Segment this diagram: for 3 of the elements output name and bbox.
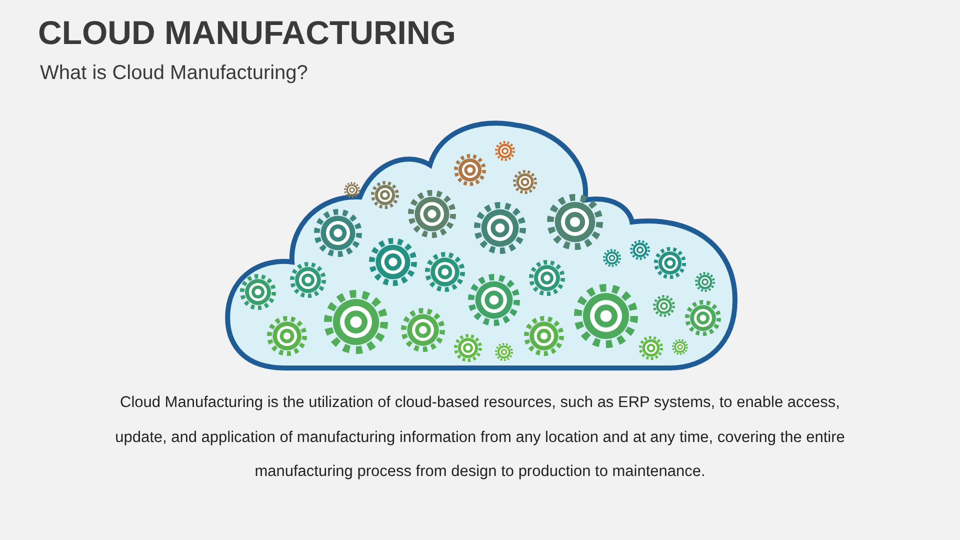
subtitle: What is Cloud Manufacturing?: [40, 62, 308, 85]
description-paragraph: Cloud Manufacturing is the utilization of cloud-based resources, such as ERP systems, to enable access, update, and application of manufacturing information from any location and at any time, covering the entire manufacturing process from design to production to maintenance.: [114, 393, 846, 482]
slide-title: CLOUD MANUFACTURING: [38, 14, 456, 52]
